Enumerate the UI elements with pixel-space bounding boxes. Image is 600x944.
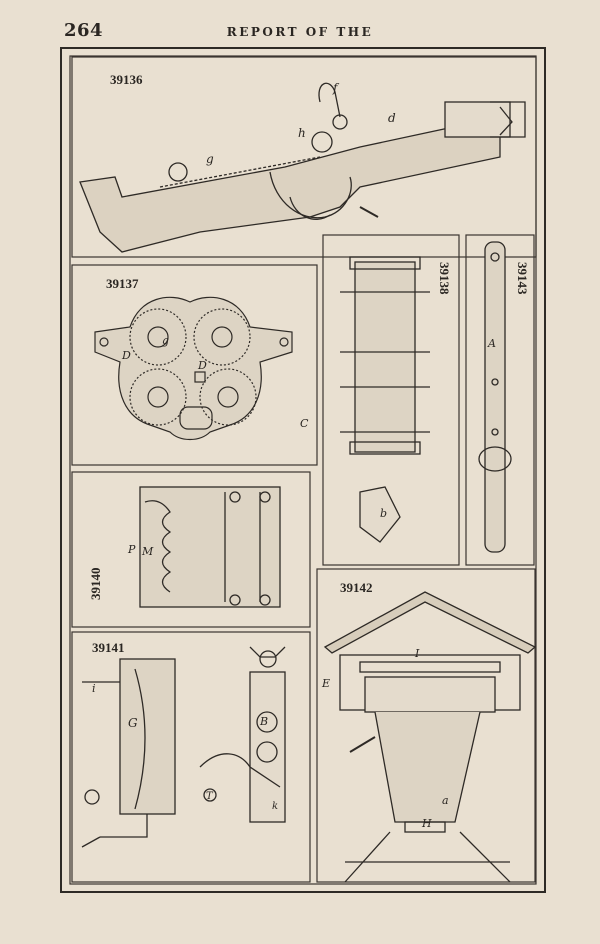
label-i: i [92, 682, 96, 695]
fig-39141-drawing [81, 646, 286, 848]
label-D: D [121, 349, 131, 362]
panel-39142-box [316, 568, 536, 883]
label-T: T [206, 791, 214, 802]
fig-39140-drawing [139, 486, 281, 608]
fig-39138-drawing [340, 256, 430, 543]
engraving-plate: f d h g g D D C b A [69, 55, 537, 885]
panel-39138-box [322, 234, 460, 566]
fig-39141-number: 39141 [92, 640, 125, 655]
panel-39141-box [71, 631, 311, 883]
label-d: d [388, 111, 396, 125]
panel-39137-box [71, 264, 318, 466]
label-g: g [206, 152, 214, 166]
label-g-2: g [162, 334, 169, 347]
label-a: a [442, 794, 449, 807]
fig-39143-drawing [478, 241, 512, 553]
label-C: C [300, 417, 309, 430]
label-I: I [414, 647, 420, 660]
plate-frame [60, 47, 546, 893]
panel-39140-box [71, 471, 311, 628]
running-head: REPORT OF THE [226, 25, 374, 39]
fig-39138-number: 39138 [437, 262, 452, 295]
fig-39143-number: 39143 [515, 262, 530, 295]
inner-frame [69, 55, 537, 885]
label-b: b [380, 507, 387, 520]
label-h: h [298, 126, 306, 140]
fig-39137-number: 39137 [106, 276, 139, 291]
panel-39143-box [465, 234, 535, 566]
label-D-2: D [197, 359, 207, 372]
label-H: H [421, 817, 432, 830]
fig-39142-number: 39142 [340, 580, 373, 595]
fig-39136-number: 39136 [110, 72, 143, 87]
fig-39137-drawing [94, 296, 293, 441]
label-A: A [487, 337, 496, 350]
label-P: P [127, 543, 136, 556]
label-M: M [141, 545, 154, 558]
label-k: k [272, 801, 278, 812]
panel-39136-box [71, 56, 537, 258]
label-G: G [128, 716, 138, 730]
page-number: 264 [64, 20, 104, 41]
fig-39142-drawing [323, 591, 537, 883]
fig-39136-drawing [79, 82, 526, 253]
label-f: f [332, 81, 340, 95]
label-B: B [259, 715, 268, 728]
fig-39140-number: 39140 [88, 567, 103, 601]
label-E: E [321, 677, 330, 690]
